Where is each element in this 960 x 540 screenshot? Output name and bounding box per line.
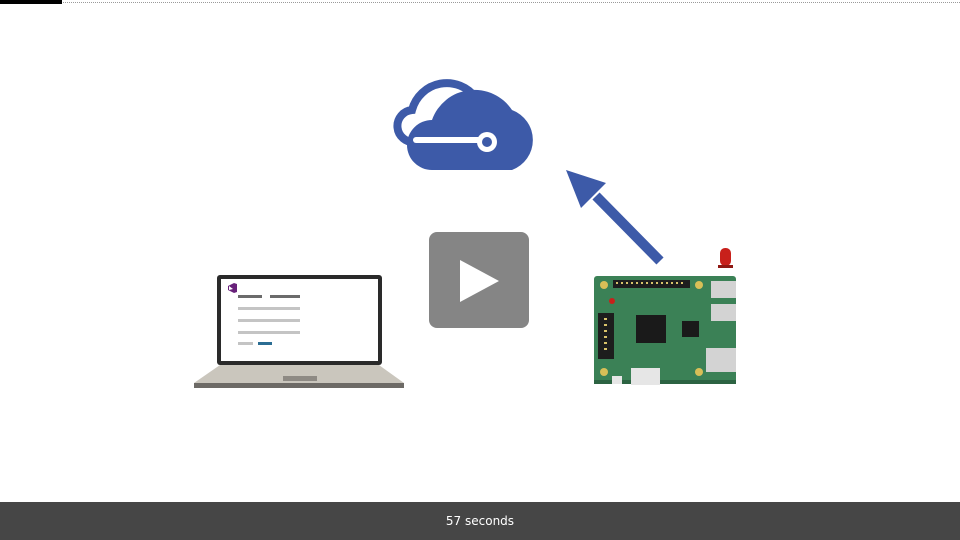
iot-illustration [194, 79, 736, 388]
caption-bar: 57 seconds [0, 502, 960, 540]
upload-arrow-icon [566, 170, 664, 265]
progress-fill [0, 0, 63, 4]
progress-track[interactable] [0, 0, 960, 4]
duration-caption: 57 seconds [445, 514, 515, 528]
play-icon [460, 260, 499, 302]
azure-iot-cloud-icon [393, 79, 533, 170]
laptop-icon [194, 275, 404, 388]
visual-studio-icon [228, 283, 237, 293]
raspberry-pi-board-icon [594, 248, 736, 385]
play-button[interactable] [429, 232, 529, 328]
